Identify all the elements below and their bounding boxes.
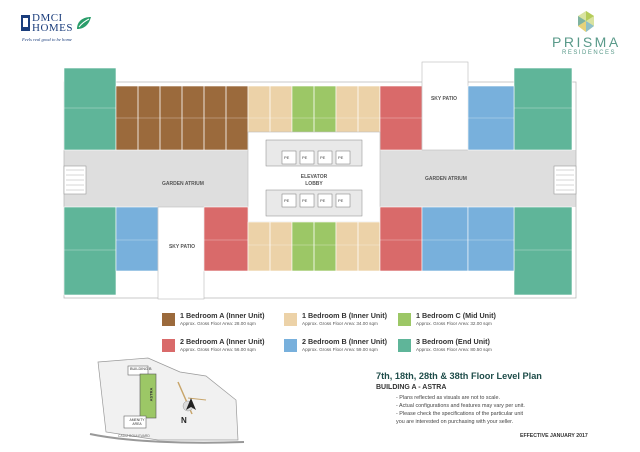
pe-label-bottom-4: PE bbox=[338, 198, 344, 203]
unit-3br-nw bbox=[63, 67, 117, 151]
pe-label-bottom-1: PE bbox=[284, 198, 290, 203]
stair-right bbox=[553, 165, 577, 195]
room-partitions bbox=[64, 107, 572, 251]
site-building-b-label: BUILDING B bbox=[130, 367, 152, 371]
unit-2br-a-bottom bbox=[203, 206, 249, 272]
legend-area: Approx. Gross Floor Area: 56.00 sqm bbox=[180, 347, 256, 352]
legend-title: 1 Bedroom C (Mid Unit) bbox=[416, 311, 496, 320]
legend-area: Approx. Gross Floor Area: 59.00 sqm bbox=[302, 347, 378, 352]
legend-2br-a: 2 Bedroom A (Inner Unit) Approx. Gross F… bbox=[162, 337, 280, 359]
sky-patio-bottom bbox=[157, 206, 205, 300]
sky-patio-bottom-label: SKY PATIO bbox=[168, 244, 196, 250]
legend-swatch-1br-b bbox=[284, 313, 297, 326]
legend-title: 2 Bedroom B (Inner Unit) bbox=[302, 337, 388, 346]
note-line-4: you are interested on purchasing with yo… bbox=[396, 419, 514, 425]
dmci-logo: DMCI HOMES Feels real good to be home bbox=[20, 10, 100, 50]
unit-2br-b-bottom-2 bbox=[467, 206, 515, 272]
dmci-wordmark-line2: HOMES bbox=[32, 22, 74, 34]
legend-title: 3 Bedroom (End Unit) bbox=[416, 337, 490, 346]
pe-label-top-4: PE bbox=[338, 155, 344, 160]
prisma-wordmark: PRISMA bbox=[552, 34, 621, 50]
north-label: N bbox=[181, 416, 187, 425]
unit-3br-sw-inner bbox=[115, 206, 159, 272]
garden-atrium-left-label: GARDEN ATRIUM bbox=[162, 181, 204, 187]
legend-title: 1 Bedroom B (Inner Unit) bbox=[302, 311, 388, 320]
note-line-3: - Please check the specifications of the… bbox=[396, 411, 524, 417]
sky-patio-top bbox=[421, 61, 469, 151]
dmci-house-icon bbox=[21, 15, 30, 31]
legend-title: 2 Bedroom A (Inner Unit) bbox=[180, 337, 265, 346]
legend-area: Approx. Gross Floor Area: 28.00 sqm bbox=[180, 321, 256, 326]
building-subtitle: BUILDING A - ASTRA bbox=[376, 384, 447, 391]
dmci-wordmark-line1: DMCI bbox=[32, 12, 63, 24]
legend-swatch-3br bbox=[398, 339, 411, 352]
unit-2br-b-bottom-1 bbox=[421, 206, 469, 272]
sky-patio-top-label: SKY PATIO bbox=[430, 96, 458, 102]
legend-2br-b: 2 Bedroom B (Inner Unit) Approx. Gross F… bbox=[284, 337, 402, 359]
unit-3br-ne bbox=[513, 67, 573, 151]
prisma-logo: PRISMA RESIDENCES bbox=[548, 10, 628, 62]
legend-area: Approx. Gross Floor Area: 32.00 sqm bbox=[416, 321, 492, 326]
unit-2br-a-bottom-2 bbox=[379, 206, 423, 272]
legend-1br-a: 1 Bedroom A (Inner Unit) Approx. Gross F… bbox=[162, 311, 280, 333]
prisma-prism-icon bbox=[578, 11, 594, 32]
pe-label-top-3: PE bbox=[320, 155, 326, 160]
elevator-cars-top bbox=[281, 150, 351, 165]
dmci-leaf-icon bbox=[77, 17, 91, 29]
legend-swatch-1br-c bbox=[398, 313, 411, 326]
site-amenity-label: AMENITY AREA bbox=[129, 418, 145, 426]
stair-left bbox=[63, 165, 87, 195]
floor-plan-title: 7th, 18th, 28th & 38th Floor Level Plan bbox=[376, 371, 542, 381]
pe-label-bottom-2: PE bbox=[302, 198, 308, 203]
legend-swatch-1br-a bbox=[162, 313, 175, 326]
legend-swatch-2br-b bbox=[284, 339, 297, 352]
legend-3br: 3 Bedroom (End Unit) Approx. Gross Floor… bbox=[398, 337, 516, 359]
legend-1br-c: 1 Bedroom C (Mid Unit) Approx. Gross Flo… bbox=[398, 311, 516, 333]
unit-3br-sw bbox=[63, 206, 117, 296]
effective-date: EFFECTIVE JANUARY 2017 bbox=[520, 433, 588, 439]
legend-area: Approx. Gross Floor Area: 34.00 sqm bbox=[302, 321, 378, 326]
dmci-tagline: Feels real good to be home bbox=[22, 37, 72, 42]
note-line-2: - Actual configurations and features may… bbox=[396, 403, 525, 409]
legend-1br-b: 1 Bedroom B (Inner Unit) Approx. Gross F… bbox=[284, 311, 402, 333]
unit-3br-se bbox=[513, 206, 573, 296]
pe-label-top-1: PE bbox=[284, 155, 290, 160]
site-key-map bbox=[89, 357, 245, 444]
garden-atrium-right-label: GARDEN ATRIUM bbox=[425, 176, 467, 182]
elevator-cars-bottom bbox=[281, 193, 351, 208]
site-astra-label: ASTRA bbox=[148, 387, 154, 402]
pe-label-bottom-3: PE bbox=[320, 198, 326, 203]
legend-swatch-2br-a bbox=[162, 339, 175, 352]
prisma-subtitle: RESIDENCES bbox=[562, 50, 617, 56]
pe-label-top-2: PE bbox=[302, 155, 308, 160]
note-line-1: - Plans reflected as visuals are not to … bbox=[396, 395, 500, 401]
elevator-lobby-label: ELEVATOR LOBBY bbox=[300, 174, 328, 187]
legend-title: 1 Bedroom A (Inner Unit) bbox=[180, 311, 265, 320]
site-road-label: CADIZ BOULEVARD bbox=[118, 434, 150, 438]
legend-area: Approx. Gross Floor Area: 80.50 sqm bbox=[416, 347, 492, 352]
north-arrow-icon bbox=[186, 398, 196, 410]
